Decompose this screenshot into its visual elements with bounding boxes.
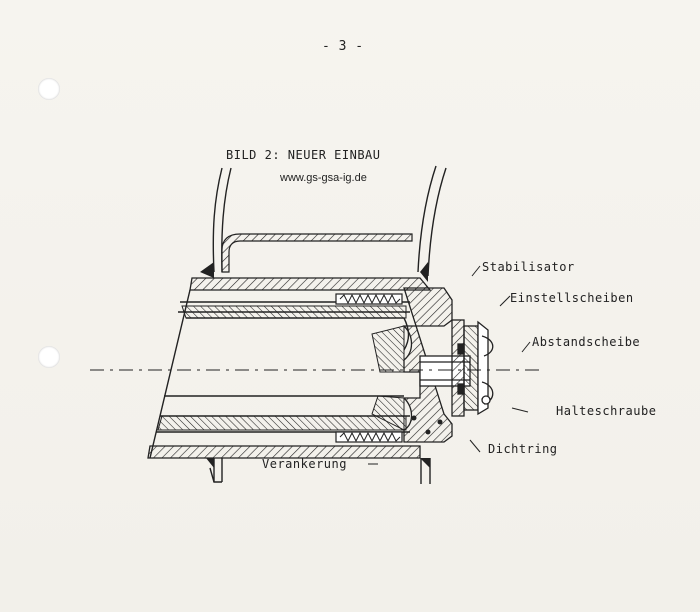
left-frame-tube bbox=[209, 167, 232, 483]
lower-bearing-spring bbox=[335, 431, 403, 443]
label-dichtring: Dichtring bbox=[488, 442, 558, 456]
leader-lines bbox=[368, 265, 531, 465]
bracket-arm bbox=[221, 233, 413, 273]
label-abstandscheibe: Abstandscheibe bbox=[532, 335, 641, 349]
label-einstellscheiben: Einstellscheiben bbox=[510, 291, 634, 305]
punch-hole-top bbox=[38, 78, 60, 100]
label-stabilisator: Stabilisator bbox=[482, 260, 575, 274]
housing-lower bbox=[147, 445, 430, 468]
upper-sleeve bbox=[181, 305, 407, 319]
label-halteschraube: Halteschraube bbox=[556, 404, 657, 418]
upper-bearing-spring bbox=[335, 293, 403, 305]
figure-title: BILD 2: NEUER EINBAU bbox=[226, 148, 381, 162]
punch-hole-bottom bbox=[38, 346, 60, 368]
right-frame-tube bbox=[417, 165, 447, 484]
lower-sleeve bbox=[157, 415, 407, 431]
bolt-assembly bbox=[419, 319, 494, 417]
label-verankerung: Verankerung bbox=[262, 457, 347, 471]
watermark-url: www.gs-gsa-ig.de bbox=[280, 172, 367, 184]
page-number: - 3 - bbox=[322, 39, 364, 54]
